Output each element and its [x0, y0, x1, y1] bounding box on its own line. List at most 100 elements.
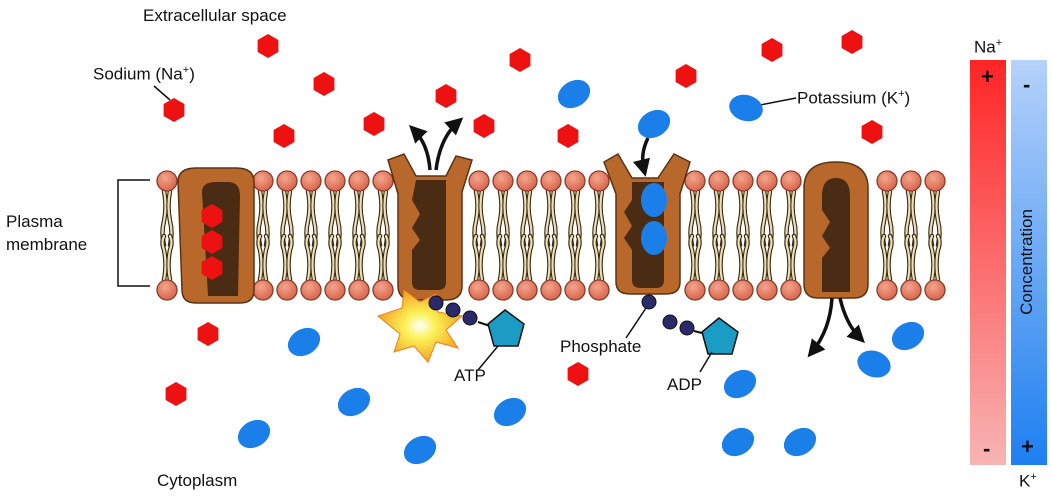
cytoplasm-label: Cytoplasm — [157, 471, 238, 490]
sodium-ion-icon — [201, 204, 223, 228]
lipid-head — [708, 170, 730, 192]
sodium-ion-icon — [473, 114, 495, 138]
lipid-tail — [545, 234, 551, 282]
lipid-tail — [287, 234, 293, 282]
lipid-head — [876, 170, 898, 192]
lipid-tail — [599, 234, 605, 282]
lipid-head — [276, 279, 298, 301]
lipid-head — [300, 170, 322, 192]
lipid-tail — [593, 234, 599, 282]
lipid-tail — [167, 234, 173, 282]
potassium-ion-icon — [637, 109, 671, 139]
lipid-tail — [929, 234, 935, 282]
potassium-label: Potassium (K+) — [797, 88, 910, 109]
lipid-tail — [743, 234, 749, 282]
lipid-tail — [335, 234, 341, 282]
potassium-ion-icon — [403, 435, 437, 465]
sodium-concentration-bar — [970, 60, 1006, 465]
k-low-sign: - — [1023, 72, 1031, 97]
lipid-head — [276, 170, 298, 192]
potassium-ion-icon — [891, 321, 925, 351]
sodium-ion-icon — [761, 38, 783, 62]
lipid-head — [564, 279, 586, 301]
lipid-tail — [761, 234, 767, 282]
potassium-ion-icon — [641, 183, 667, 217]
plasma-membrane-label: Plasma membrane — [6, 210, 87, 256]
lipid-tail — [497, 234, 503, 282]
lipid-tail — [905, 234, 911, 282]
lipid-tail — [383, 234, 389, 282]
adp-ribose-icon — [701, 317, 739, 355]
atp-label: ATP — [454, 366, 486, 385]
sodium-ion-icon — [557, 124, 579, 148]
sodium-label-sup: + — [182, 64, 190, 76]
flow-arrows — [409, 117, 865, 358]
lipid-tail — [695, 234, 701, 282]
sodium-ion-icon — [201, 256, 223, 280]
na-low-sign: - — [983, 436, 991, 461]
potassium-ion-icon — [857, 350, 891, 378]
lipid-tail — [503, 234, 509, 282]
lipid-head — [756, 170, 778, 192]
plasma-membrane-line2: membrane — [6, 235, 88, 254]
lipid-head — [516, 279, 538, 301]
lipid-head — [372, 170, 394, 192]
potassium-label-sup: + — [898, 88, 905, 100]
potassium-ion-icon — [337, 387, 371, 417]
lipid-head — [588, 170, 610, 192]
concentration-axis-label: Concentration — [1017, 209, 1036, 315]
lipid-head — [756, 279, 778, 301]
lipid-head — [780, 170, 802, 192]
lipid-head — [732, 279, 754, 301]
lipid-head — [876, 279, 898, 301]
extracellular-label: Extracellular space — [143, 6, 287, 25]
sodium-label-end: ) — [189, 64, 195, 84]
sodium-ion-icon — [509, 48, 531, 72]
lipid-tail — [791, 234, 797, 282]
lipid-tail — [737, 234, 743, 282]
lipid-tail — [161, 234, 167, 282]
lipid-head — [348, 279, 370, 301]
lipid-tail — [521, 234, 527, 282]
potassium-ion-icon — [721, 427, 755, 457]
na-bar-label: Na+ — [974, 37, 1002, 58]
lipid-tail — [311, 234, 317, 282]
lipid-head — [540, 279, 562, 301]
sodium-ion-icon — [861, 120, 883, 144]
potassium-ion-icon — [557, 79, 591, 109]
released-phosphate-icon — [641, 294, 657, 310]
lipid-head — [468, 170, 490, 192]
sodium-ion-icon — [435, 84, 457, 108]
potassium-ion-icon — [641, 221, 667, 255]
sodium-ion-icon — [257, 34, 279, 58]
sodium-label: Sodium (Na+) — [93, 64, 195, 85]
lipid-head — [900, 279, 922, 301]
sodium-label-text: Sodium (Na — [93, 64, 183, 84]
lipid-tail — [473, 234, 479, 282]
sodium-ion-icon — [675, 64, 697, 88]
sodium-ion-icon — [841, 30, 863, 54]
lipid-head — [684, 279, 706, 301]
lipid-bilayer — [156, 170, 946, 301]
lipid-tail — [569, 234, 575, 282]
potassium-ion-icon — [287, 327, 321, 357]
lipid-tail — [305, 234, 311, 282]
lipid-tail — [575, 234, 581, 282]
lipid-head — [492, 279, 514, 301]
lipid-head — [924, 279, 946, 301]
energy-flash — [376, 289, 464, 363]
lipid-tail — [551, 234, 557, 282]
potassium-ion-icon — [237, 419, 271, 449]
sodium-ion-icon — [363, 112, 385, 136]
sodium-ion-icon — [197, 322, 219, 346]
sodium-ion-icon — [163, 98, 185, 122]
lipid-tail — [281, 234, 287, 282]
lipid-tail — [263, 234, 269, 282]
lipid-head — [780, 279, 802, 301]
lipid-tail — [719, 234, 725, 282]
lipid-tail — [257, 234, 263, 282]
na-bar-label-sup: + — [995, 37, 1003, 49]
lipid-head — [348, 170, 370, 192]
pump-2 — [387, 153, 473, 301]
